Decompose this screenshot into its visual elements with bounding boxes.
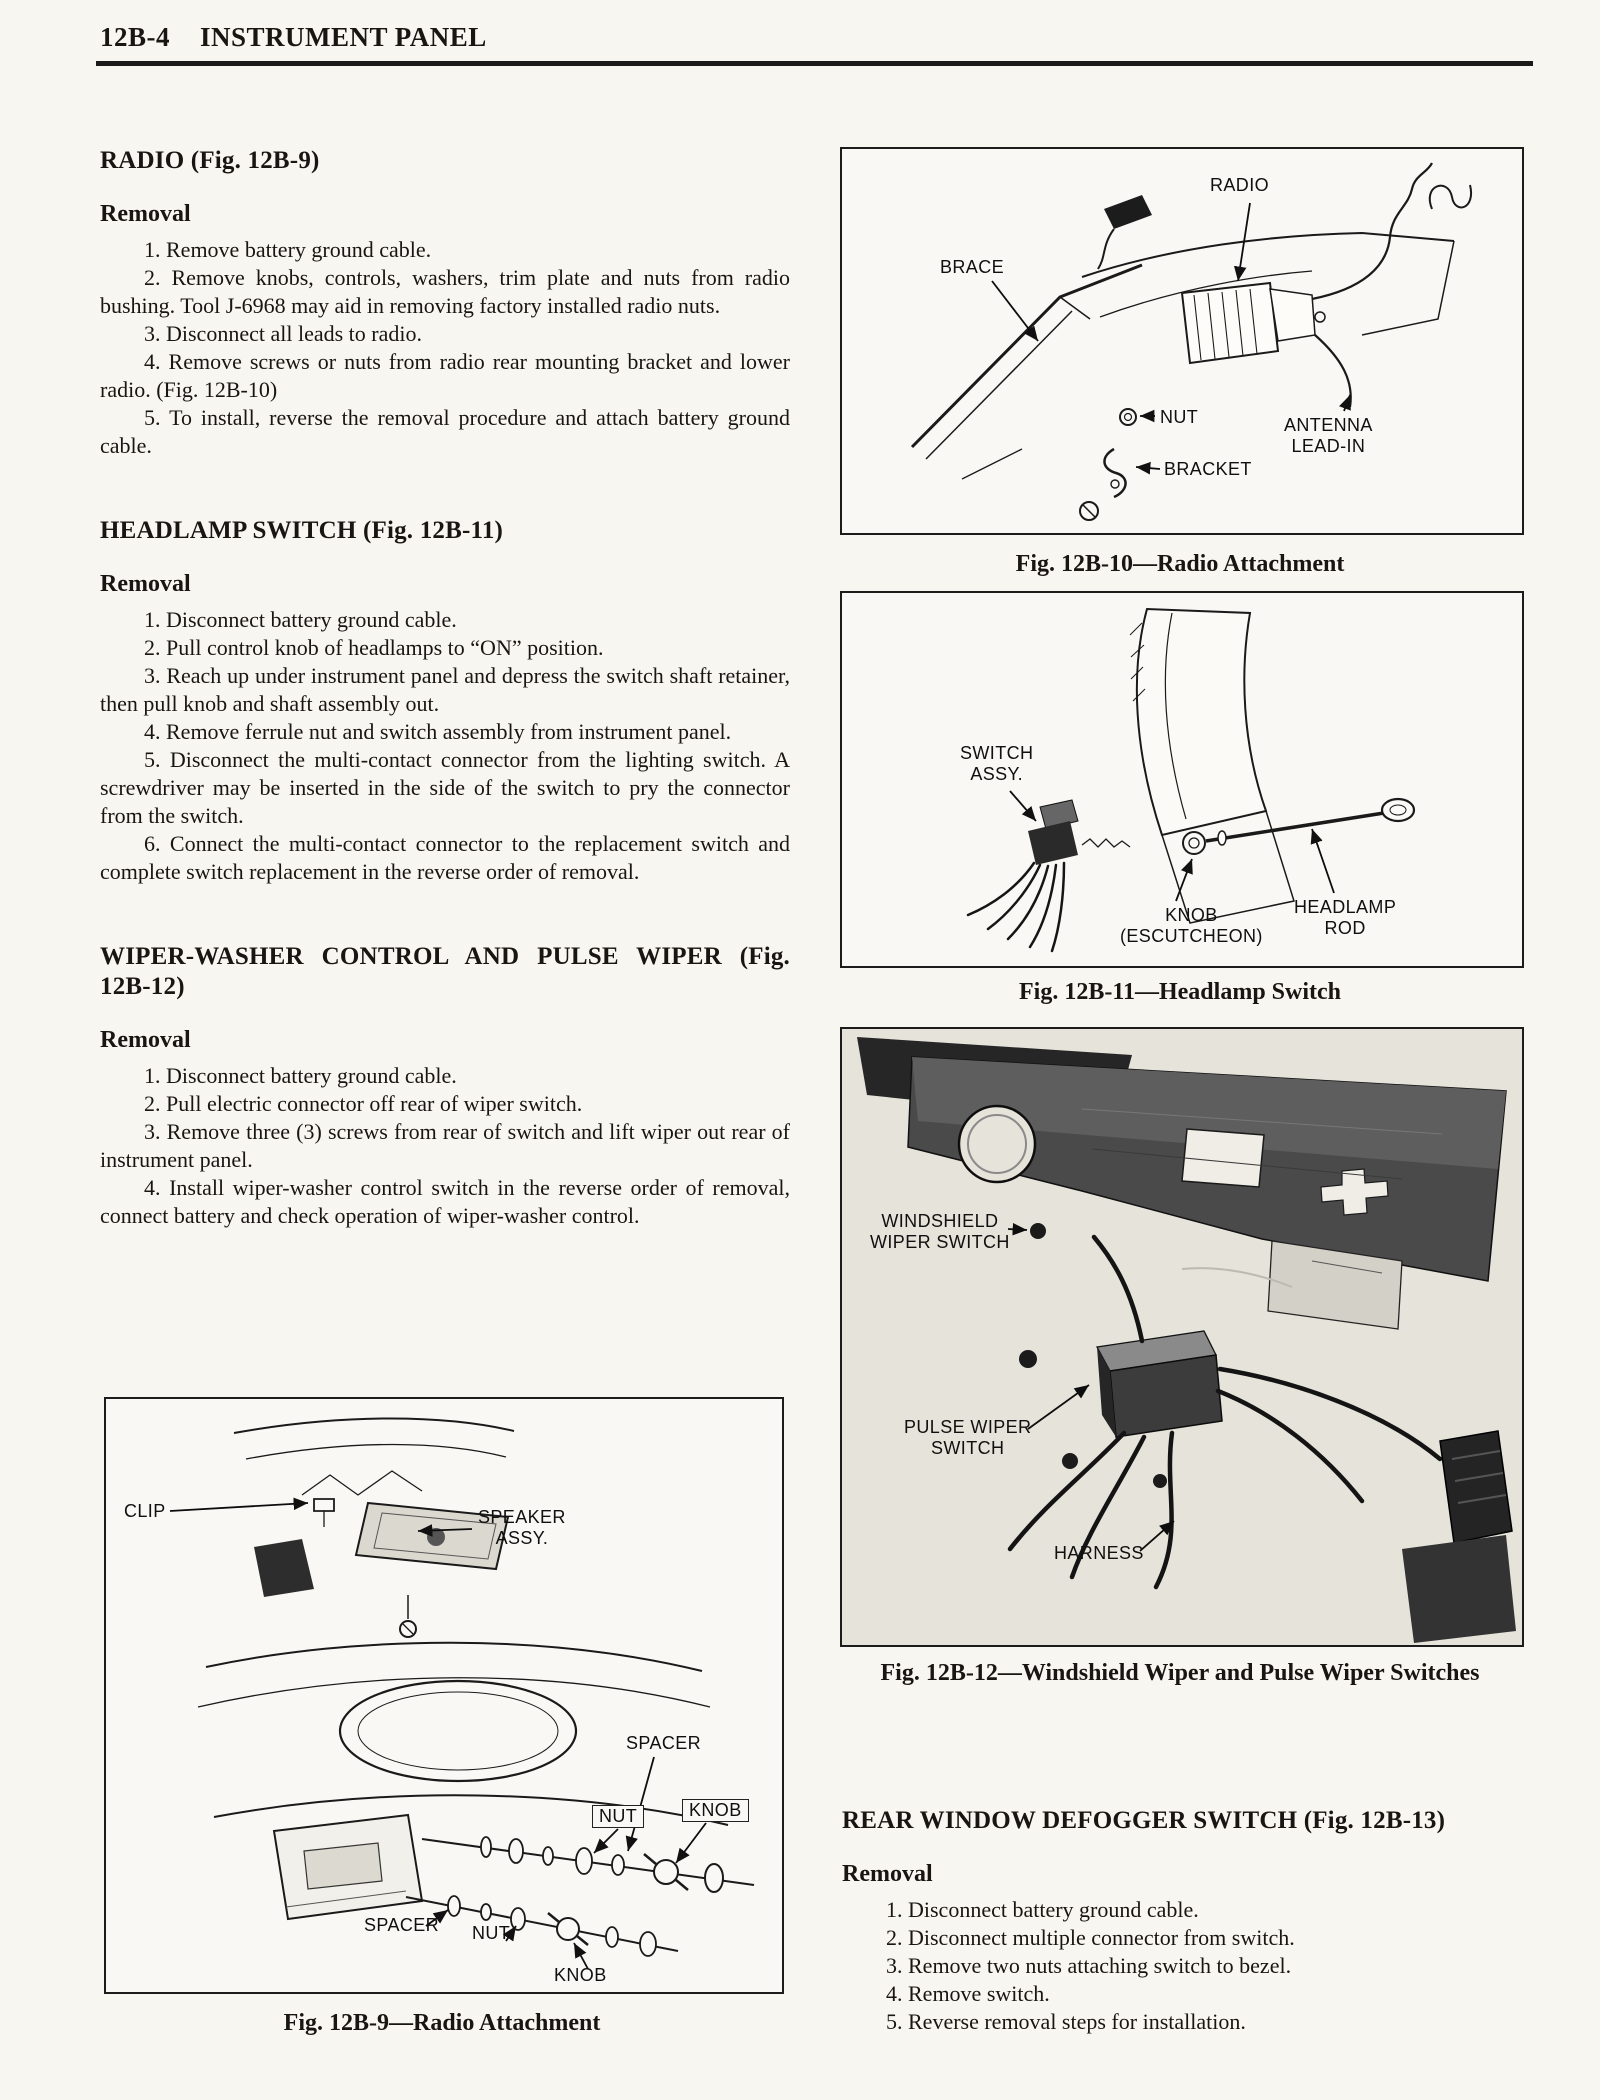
header-rule xyxy=(96,61,1533,66)
fig-12b9-label-nut-lower: NUT xyxy=(472,1923,511,1943)
headlamp-removal-subheading: Removal xyxy=(100,571,191,597)
left-column: RADIO (Fig. 12B-9) Removal 1. Remove bat… xyxy=(100,132,790,1230)
figure-12b10: RADIO BRACE NUT ANTENNA LEAD-IN BRACKET xyxy=(840,147,1524,535)
fig-12b9-label-spacer-upper: SPACER xyxy=(626,1733,702,1753)
fig-12b12-label-pulse-wiper-switch: PULSE WIPER SWITCH xyxy=(904,1417,1032,1458)
radio-removal-subheading: Removal xyxy=(100,201,191,227)
fig-12b9-label-speaker-assy: SPEAKER ASSY. xyxy=(478,1507,566,1548)
figure-12b12: WINDSHIELD WIPER SWITCH PULSE WIPER SWIT… xyxy=(840,1027,1524,1647)
page-header: 12B-4 INSTRUMENT PANEL xyxy=(100,22,487,53)
wiper-removal-subheading: Removal xyxy=(100,1027,191,1053)
wiper-step-4: 4. Install wiper-washer control switch i… xyxy=(100,1175,790,1228)
fig-12b11-label-knob-escutcheon: KNOB (ESCUTCHEON) xyxy=(1120,905,1263,946)
defogger-step-5: 5. Reverse removal steps for installatio… xyxy=(886,2009,1246,2034)
fig-12b10-label-radio: RADIO xyxy=(1210,175,1270,195)
figure-12b9: CLIP SPEAKER ASSY. SPACER NUT KNOB SPACE… xyxy=(104,1397,784,1994)
fig-12b11-label-headlamp-rod: HEADLAMP ROD xyxy=(1294,897,1397,938)
fig-12b10-label-brace: BRACE xyxy=(940,257,1005,277)
fig-12b9-illustration xyxy=(169,1417,755,1970)
fig-12b10-caption: Fig. 12B-10—Radio Attachment xyxy=(1015,551,1345,577)
defogger-step-4: 4. Remove switch. xyxy=(886,1981,1050,2006)
fig-12b12-illustration xyxy=(842,1029,1522,1645)
headlamp-step-6: 6. Connect the multi-contact connector t… xyxy=(100,831,790,884)
fig-12b9-label-knob-lower: KNOB xyxy=(554,1965,607,1985)
fig-12b11-illustration xyxy=(966,607,1416,953)
wiper-section-heading: WIPER-WASHER CONTROL AND PULSE WIPER (Fi… xyxy=(100,943,790,1000)
page-title: INSTRUMENT PANEL xyxy=(200,22,487,52)
headlamp-section-heading: HEADLAMP SWITCH (Fig. 12B-11) xyxy=(100,517,504,544)
fig-12b10-label-antenna-lead-in: ANTENNA LEAD-IN xyxy=(1284,415,1373,456)
fig-12b10-label-bracket: BRACKET xyxy=(1164,459,1252,479)
fig-12b9-caption: Fig. 12B-9—Radio Attachment xyxy=(283,2010,601,2036)
defogger-section-heading: REAR WINDOW DEFOGGER SWITCH (Fig. 12B-13… xyxy=(842,1807,1446,1834)
fig-12b9-label-nut-upper: NUT xyxy=(592,1805,645,1828)
radio-step-1: 1. Remove battery ground cable. xyxy=(144,237,432,262)
figure-12b11: SWITCH ASSY. KNOB (ESCUTCHEON) HEADLAMP … xyxy=(840,591,1524,968)
radio-step-4: 4. Remove screws or nuts from radio rear… xyxy=(100,349,790,402)
fig-12b11-caption: Fig. 12B-11—Headlamp Switch xyxy=(1018,979,1342,1005)
defogger-step-1: 1. Disconnect battery ground cable. xyxy=(886,1897,1199,1922)
fig-12b9-label-knob-upper: KNOB xyxy=(682,1799,749,1822)
radio-step-3: 3. Disconnect all leads to radio. xyxy=(144,321,422,346)
radio-step-2: 2. Remove knobs, controls, washers, trim… xyxy=(100,265,790,318)
fig-12b11-label-switch-assy: SWITCH ASSY. xyxy=(960,743,1034,784)
fig-12b9-label-clip: CLIP xyxy=(124,1501,166,1521)
headlamp-step-4: 4. Remove ferrule nut and switch assembl… xyxy=(144,719,732,744)
defogger-step-3: 3. Remove two nuts attaching switch to b… xyxy=(886,1953,1292,1978)
headlamp-step-1: 1. Disconnect battery ground cable. xyxy=(144,607,457,632)
defogger-removal-subheading: Removal xyxy=(842,1861,933,1887)
fig-12b10-illustration xyxy=(910,162,1473,521)
wiper-step-1: 1. Disconnect battery ground cable. xyxy=(144,1063,457,1088)
page-number: 12B-4 xyxy=(100,22,170,52)
wiper-step-2: 2. Pull electric connector off rear of w… xyxy=(144,1091,583,1116)
fig-12b12-label-windshield-wiper-switch: WINDSHIELD WIPER SWITCH xyxy=(870,1211,1010,1252)
headlamp-step-3: 3. Reach up under instrument panel and d… xyxy=(100,663,790,716)
right-column: REAR WINDOW DEFOGGER SWITCH (Fig. 12B-13… xyxy=(842,1806,1532,2036)
fig-12b10-label-nut: NUT xyxy=(1160,407,1199,427)
wiper-step-3: 3. Remove three (3) screws from rear of … xyxy=(100,1119,790,1172)
fig-12b9-label-spacer-lower: SPACER xyxy=(364,1915,440,1935)
radio-section-heading: RADIO (Fig. 12B-9) xyxy=(100,147,320,174)
fig-12b12-label-harness: HARNESS xyxy=(1054,1543,1144,1563)
radio-step-5: 5. To install, reverse the removal proce… xyxy=(100,405,790,458)
fig-12b12-caption: Fig. 12B-12—Windshield Wiper and Pulse W… xyxy=(880,1660,1480,1686)
defogger-step-2: 2. Disconnect multiple connector from sw… xyxy=(886,1925,1295,1950)
headlamp-step-5: 5. Disconnect the multi-contact connecto… xyxy=(100,747,790,828)
headlamp-step-2: 2. Pull control knob of headlamps to “ON… xyxy=(144,635,604,660)
